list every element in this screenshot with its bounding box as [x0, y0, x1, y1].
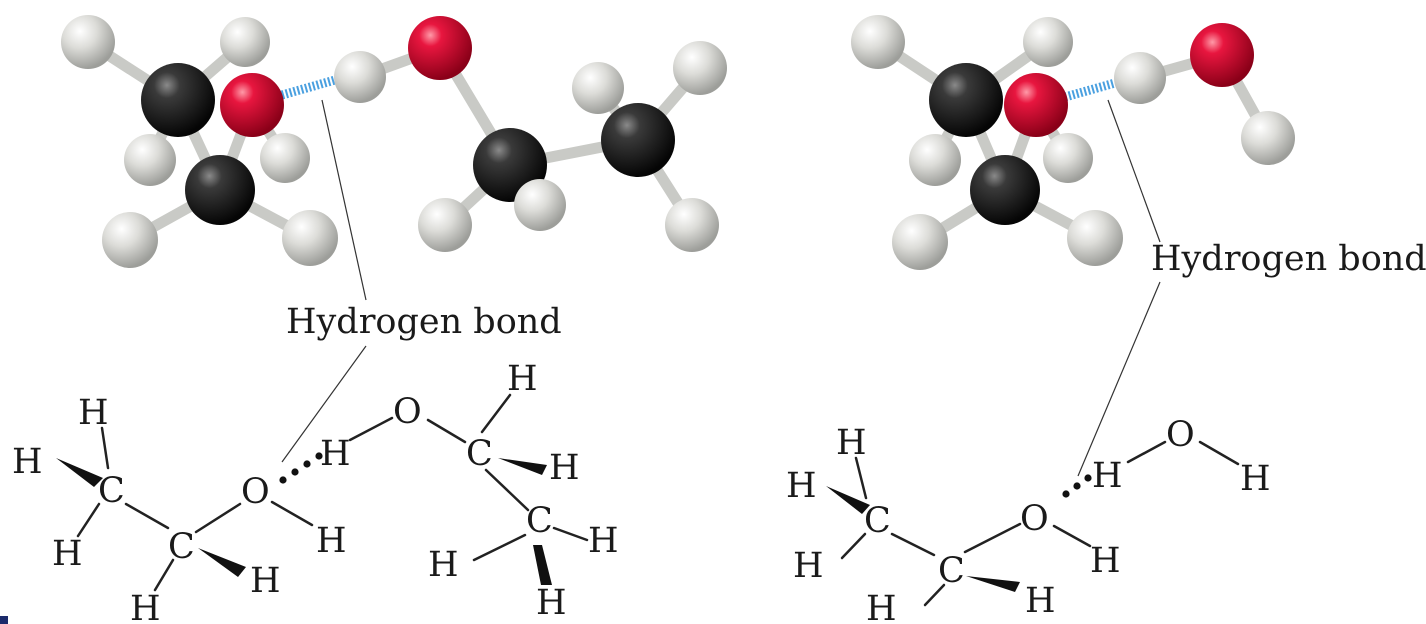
- right-ball-and-stick-model: [851, 15, 1295, 270]
- hydrogen-atom: [572, 62, 624, 114]
- wedge-bond: [56, 458, 103, 487]
- carbon-atom: [185, 155, 255, 225]
- atom-label-c: C: [938, 551, 965, 591]
- hydrogen-bond-label: Hydrogen bond: [286, 302, 562, 342]
- atom-label-c: C: [864, 501, 891, 541]
- atom-label-h: H: [316, 521, 347, 561]
- atom-label-h: H: [428, 545, 459, 585]
- atom-label-h: H: [250, 561, 281, 601]
- hydrogen-atom: [1241, 111, 1295, 165]
- hydrogen-atom: [1043, 133, 1093, 183]
- carbon-atom: [929, 63, 1003, 137]
- atom-label-c: C: [98, 471, 125, 511]
- hydrogen-atom: [124, 134, 176, 186]
- hydrogen-atom: [1023, 17, 1073, 67]
- atom-label-c: C: [526, 501, 553, 541]
- hydrogen-atom: [260, 133, 310, 183]
- atom-label-h: H: [793, 546, 824, 586]
- hydrogen-atom: [673, 41, 727, 95]
- atom-label-o: O: [1166, 415, 1195, 455]
- left-structural-formula: H H C H C H H O H H O C H H C H H H: [12, 359, 619, 624]
- hydrogen-atom: [282, 210, 338, 266]
- atom-label-h: H: [1092, 456, 1123, 496]
- atom-label-h: H: [1240, 459, 1271, 499]
- carbon-atom: [601, 103, 675, 177]
- wedge-bond: [533, 545, 552, 585]
- atom-label-h: H: [1025, 581, 1056, 621]
- corner-mark: [0, 616, 8, 624]
- hydrogen-atom: [61, 15, 115, 69]
- oxygen-atom: [1190, 23, 1254, 87]
- atom-label-h: H: [588, 521, 619, 561]
- oxygen-atom: [408, 16, 472, 80]
- carbon-atom: [970, 155, 1040, 225]
- atom-label-o: O: [1020, 499, 1049, 539]
- hydrogen-atom: [334, 51, 386, 103]
- hydrogen-atom: [418, 198, 472, 252]
- left-callout: Hydrogen bond: [281, 99, 562, 463]
- hydrogen-atom: [892, 214, 948, 270]
- atom-label-c: C: [168, 527, 195, 567]
- right-structural-formula: H H C H C H H O H H O H: [786, 415, 1271, 624]
- atom-label-h: H: [78, 393, 109, 433]
- wedge-bond: [966, 576, 1020, 592]
- atom-label-h: H: [786, 466, 817, 506]
- atom-label-h: H: [52, 534, 83, 574]
- wedge-bond: [826, 486, 870, 514]
- atom-label-h: H: [320, 434, 351, 474]
- hydrogen-bond-label: Hydrogen bond: [1151, 239, 1426, 279]
- atom-label-o: O: [241, 472, 270, 512]
- hydrogen-atom: [514, 179, 566, 231]
- right-callout: Hydrogen bond: [1077, 99, 1426, 477]
- wedge-bond: [498, 458, 547, 475]
- left-ball-and-stick-model: [61, 15, 727, 268]
- carbon-atom: [141, 63, 215, 137]
- hydrogen-atom: [1114, 52, 1166, 104]
- atom-label-h: H: [130, 589, 161, 624]
- wedge-bond: [198, 548, 246, 577]
- atom-label-h: H: [536, 583, 567, 623]
- atom-label-h: H: [866, 589, 897, 624]
- hydrogen-atom: [1067, 210, 1123, 266]
- oxygen-atom: [220, 73, 284, 137]
- atom-label-h: H: [836, 423, 867, 463]
- hydrogen-atom: [909, 134, 961, 186]
- atom-label-h: H: [12, 442, 43, 482]
- hydrogen-atom: [665, 198, 719, 252]
- atom-label-h: H: [507, 359, 538, 399]
- hydrogen-atom: [220, 17, 270, 67]
- atom-label-o: O: [393, 392, 422, 432]
- oxygen-atom: [1004, 73, 1068, 137]
- hydrogen-atom: [851, 15, 905, 69]
- atom-label-h: H: [549, 448, 580, 488]
- hydrogen-atom: [102, 212, 158, 268]
- atom-label-h: H: [1090, 541, 1121, 581]
- atom-label-c: C: [466, 434, 493, 474]
